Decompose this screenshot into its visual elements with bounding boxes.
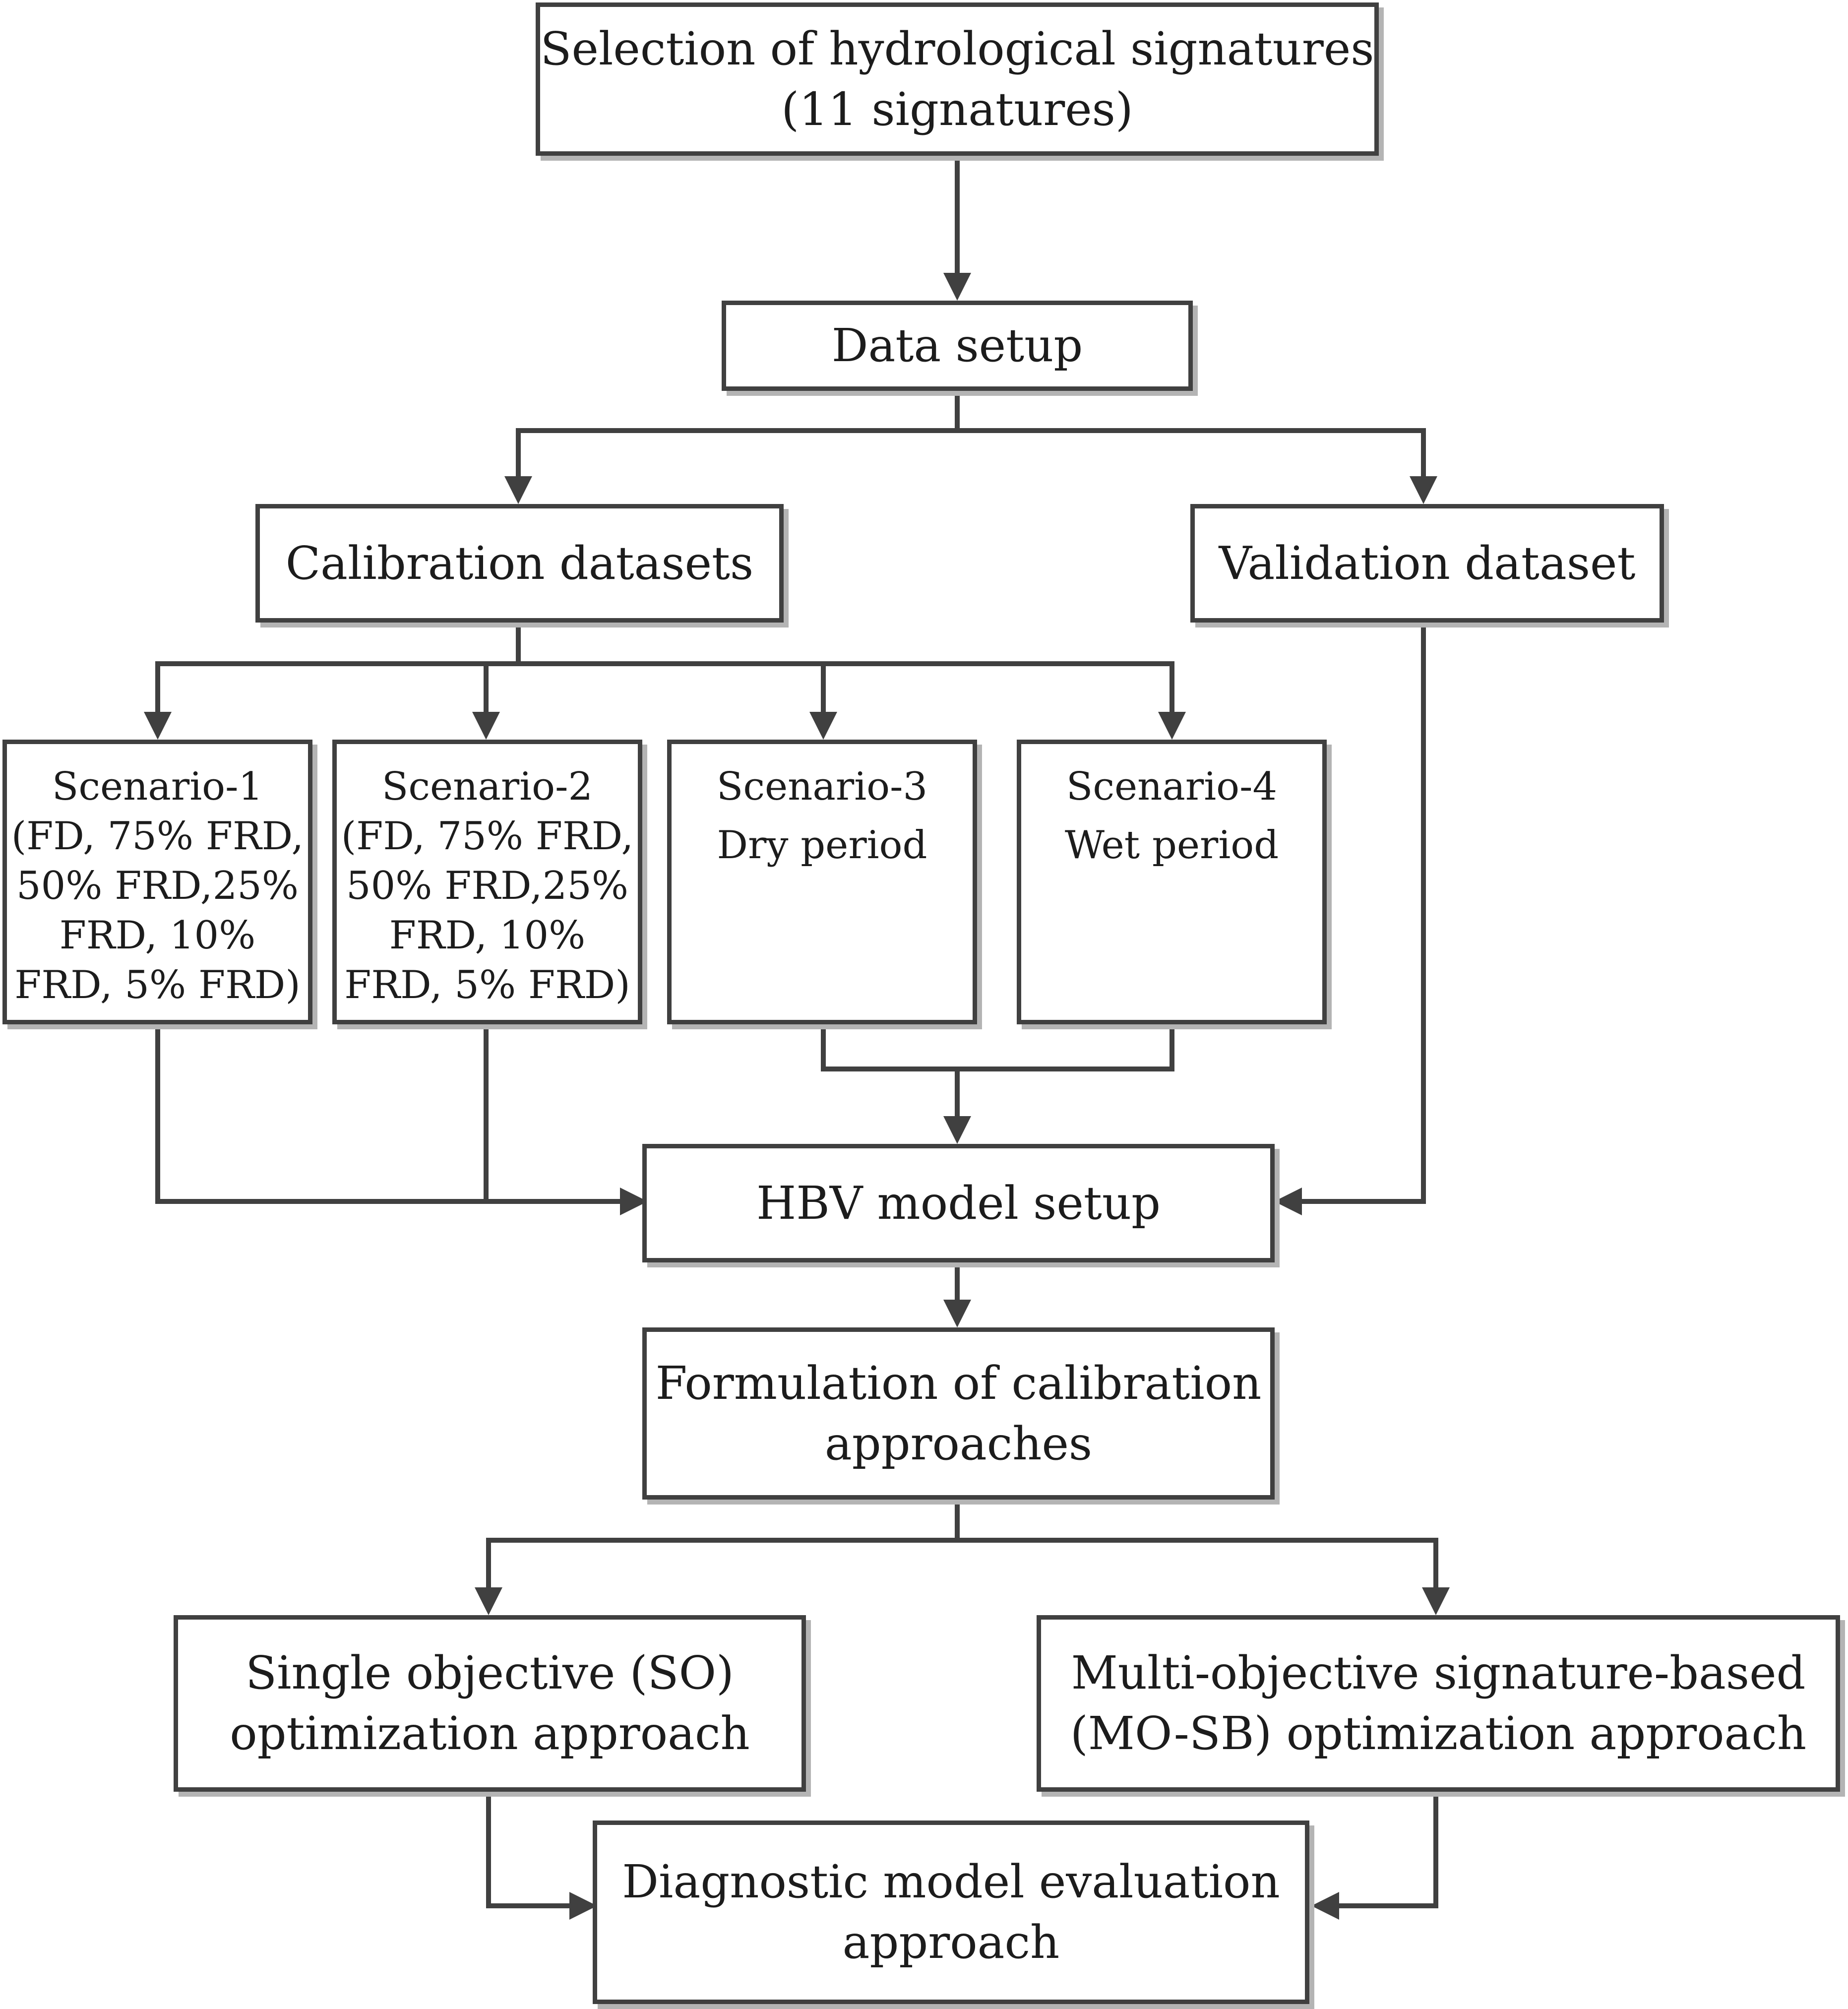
arrow-head-hbv-top bbox=[943, 1116, 971, 1144]
arrow-head-scenario1 bbox=[144, 712, 172, 740]
diagnostic-line-1: Diagnostic model evaluation bbox=[622, 1855, 1280, 1908]
arrow-head-scenario4 bbox=[1158, 712, 1186, 740]
scenario-1-line-2: (FD, 75% FRD, bbox=[11, 814, 304, 859]
edge-scenario1-2-to-hbv bbox=[155, 1022, 622, 1204]
arrow-head-diagnostic-left bbox=[569, 1892, 597, 1920]
scenario-2-title: Scenario-2 bbox=[381, 764, 593, 809]
arrow-head-diagnostic-right bbox=[1311, 1892, 1339, 1920]
calibration-datasets-label: Calibration datasets bbox=[285, 536, 754, 590]
selection-line-2: (11 signatures) bbox=[781, 82, 1133, 136]
scenario-3-line-2: Dry period bbox=[717, 823, 927, 868]
hbv-model-setup-box: HBV model setup bbox=[642, 1144, 1275, 1262]
edge-so-to-diagnostic bbox=[486, 1789, 572, 1908]
arrow-head-hbv-left bbox=[620, 1188, 648, 1215]
edge-data-setup-split bbox=[516, 388, 1426, 479]
formulation-line-1: Formulation of calibration bbox=[655, 1356, 1262, 1410]
scenario-4-title: Scenario-4 bbox=[1066, 764, 1278, 809]
edge-scenario3-4-merge bbox=[821, 1022, 1174, 1119]
arrow-head-data-setup bbox=[943, 273, 971, 301]
formulation-line-2: approaches bbox=[824, 1417, 1093, 1470]
arrow-head-multi-objective bbox=[1422, 1587, 1450, 1615]
formulation-box: Formulation of calibration approaches bbox=[642, 1327, 1275, 1500]
data-setup-label: Data setup bbox=[831, 319, 1083, 372]
selection-line-1: Selection of hydrological signatures bbox=[540, 22, 1374, 75]
scenario-4-line-2: Wet period bbox=[1064, 823, 1279, 868]
validation-dataset-box: Validation dataset bbox=[1190, 504, 1664, 623]
edge-validation-to-hbv bbox=[1299, 620, 1426, 1204]
scenario-2-box: Scenario-2 (FD, 75% FRD, 50% FRD,25% FRD… bbox=[332, 740, 642, 1024]
edge-calibration-split bbox=[155, 620, 1174, 714]
arrow-head-single-objective bbox=[475, 1587, 502, 1615]
scenario-3-box: Scenario-3 Dry period bbox=[667, 740, 977, 1024]
scenario-2-line-3: 50% FRD,25% bbox=[346, 864, 628, 908]
scenario-2-line-4: FRD, 10% bbox=[389, 913, 586, 958]
scenario-1-line-3: 50% FRD,25% bbox=[16, 864, 299, 908]
scenario-3-title: Scenario-3 bbox=[716, 764, 928, 809]
selection-box: Selection of hydrological signatures (11… bbox=[536, 2, 1379, 156]
scenario-4-box: Scenario-4 Wet period bbox=[1017, 740, 1327, 1024]
scenario-1-line-5: FRD, 5% FRD) bbox=[14, 963, 301, 1007]
scenario-1-line-4: FRD, 10% bbox=[59, 913, 256, 958]
arrow-head-hbv-right bbox=[1274, 1188, 1302, 1215]
arrow-head-calibration bbox=[504, 476, 532, 504]
arrow-head-formulation bbox=[943, 1300, 971, 1327]
edge-formulation-split bbox=[486, 1497, 1438, 1590]
scenario-2-line-5: FRD, 5% FRD) bbox=[344, 963, 630, 1007]
diagnostic-evaluation-box: Diagnostic model evaluation approach bbox=[593, 1821, 1309, 2004]
single-objective-box: Single objective (SO) optimization appro… bbox=[174, 1615, 806, 1792]
arrow-head-scenario2 bbox=[472, 712, 500, 740]
scenario-2-line-2: (FD, 75% FRD, bbox=[341, 814, 634, 859]
diagnostic-line-2: approach bbox=[842, 1916, 1060, 1969]
multi-objective-box: Multi-objective signature-based (MO-SB) … bbox=[1037, 1615, 1840, 1792]
calibration-datasets-box: Calibration datasets bbox=[255, 504, 784, 623]
single-objective-line-1: Single objective (SO) bbox=[246, 1646, 734, 1699]
validation-dataset-label: Validation dataset bbox=[1219, 536, 1636, 590]
arrow-head-validation bbox=[1410, 476, 1437, 504]
multi-objective-line-2: (MO-SB) optimization approach bbox=[1070, 1707, 1807, 1760]
multi-objective-line-1: Multi-objective signature-based bbox=[1071, 1646, 1806, 1699]
scenario-1-box: Scenario-1 (FD, 75% FRD, 50% FRD,25% FRD… bbox=[2, 740, 312, 1024]
data-setup-box: Data setup bbox=[722, 301, 1193, 391]
single-objective-line-2: optimization approach bbox=[230, 1707, 750, 1760]
scenario-1-title: Scenario-1 bbox=[52, 764, 263, 809]
edge-mosb-to-diagnostic bbox=[1337, 1789, 1438, 1908]
arrow-head-scenario3 bbox=[809, 712, 837, 740]
hbv-model-setup-label: HBV model setup bbox=[756, 1176, 1161, 1230]
